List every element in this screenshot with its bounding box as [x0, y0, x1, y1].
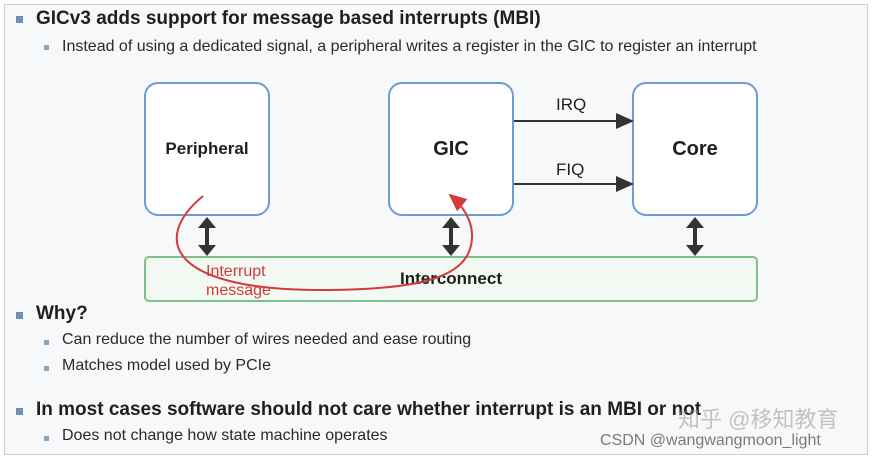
- gic-node: GIC: [388, 82, 514, 216]
- software-note: Does not change how state machine operat…: [62, 427, 388, 444]
- bullet-marker: [16, 312, 23, 319]
- heading-mbi: GICv3 adds support for message based int…: [36, 8, 541, 29]
- bullet-marker: [16, 408, 23, 415]
- why-reason-2: Matches model used by PCIe: [62, 357, 271, 374]
- mbi-description: Instead of using a dedicated signal, a p…: [62, 38, 757, 55]
- gic-bus-link: [442, 217, 460, 256]
- sub-bullet-marker: [44, 436, 49, 441]
- interrupt-message-label: Interrupt message: [206, 262, 271, 300]
- core-label: Core: [672, 137, 718, 160]
- gic-label: GIC: [433, 137, 469, 160]
- core-bus-link: [686, 217, 704, 256]
- peripheral-label: Peripheral: [165, 139, 249, 158]
- slide-frame: [4, 4, 868, 455]
- csdn-watermark: CSDN @wangwangmoon_light: [600, 432, 821, 449]
- peripheral-node: Peripheral: [144, 82, 270, 216]
- interrupt-message-path: [175, 193, 474, 292]
- peripheral-bus-link: [198, 217, 216, 256]
- annotation-line-2: message: [206, 282, 271, 299]
- why-reason-1: Can reduce the number of wires needed an…: [62, 331, 472, 348]
- bullet-marker: [16, 16, 23, 23]
- irq-label: IRQ: [556, 95, 587, 114]
- interconnect-label: Interconnect: [399, 269, 503, 288]
- fiq-label: FIQ: [556, 160, 585, 179]
- annotation-line-1: Interrupt: [206, 263, 266, 280]
- core-node: Core: [632, 82, 758, 216]
- zhihu-watermark: 知乎 @移知教育: [678, 407, 839, 432]
- heading-why: Why?: [36, 303, 88, 324]
- sub-bullet-marker: [44, 340, 49, 345]
- heading-software: In most cases software should not care w…: [36, 399, 702, 420]
- interconnect-bus: Interconnect: [144, 256, 758, 302]
- sub-bullet-marker: [44, 366, 49, 371]
- sub-bullet-marker: [44, 45, 49, 50]
